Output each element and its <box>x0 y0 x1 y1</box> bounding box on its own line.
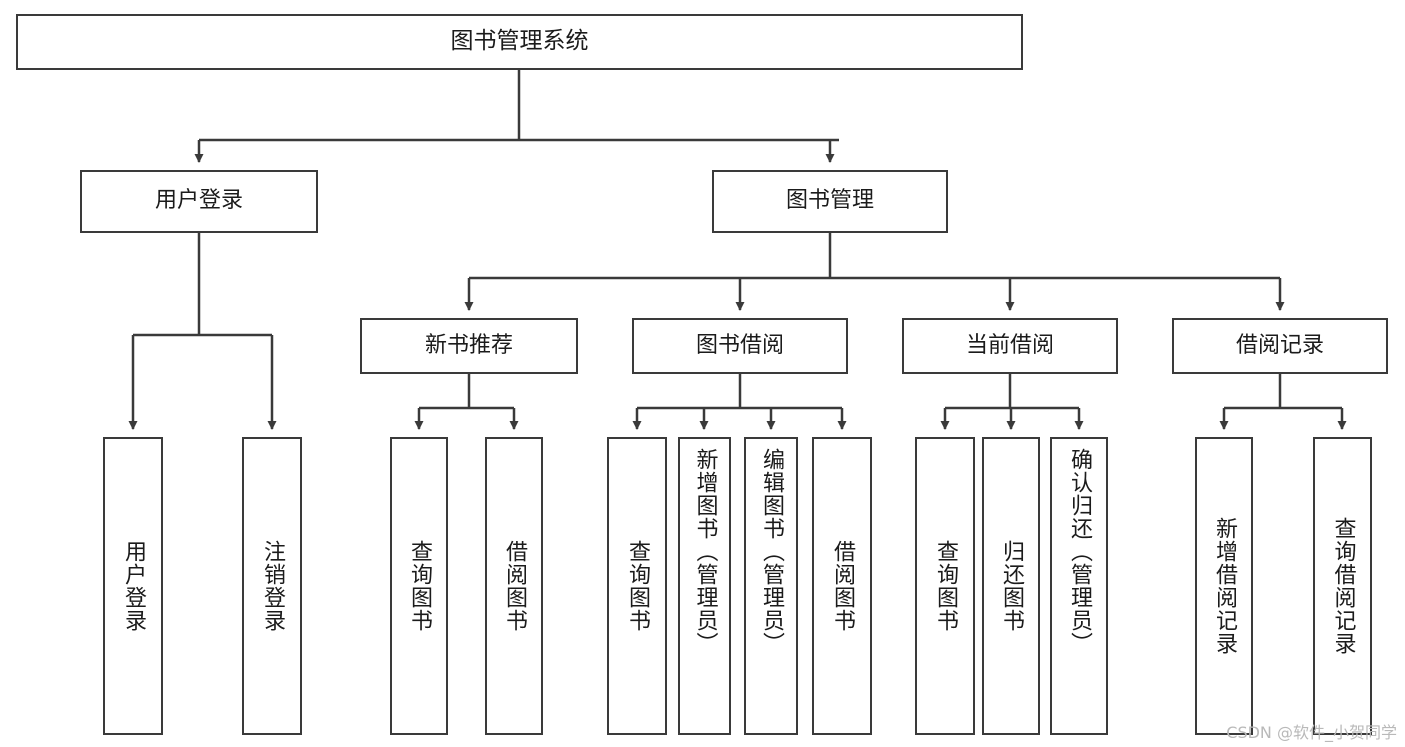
node-new-book-recommend[interactable]: 新书推荐 <box>360 318 578 374</box>
leaf-query-book-recommend-label: 查询图书 <box>407 540 432 632</box>
leaf-borrow-book-recommend[interactable]: 借阅图书 <box>485 437 543 735</box>
leaf-borrow-book-borrow-label: 借阅图书 <box>830 540 855 632</box>
leaf-add-borrow-record-label: 新增借阅记录 <box>1212 517 1237 655</box>
leaf-add-borrow-record[interactable]: 新增借阅记录 <box>1195 437 1253 735</box>
leaf-query-borrow-record-label: 查询借阅记录 <box>1330 517 1356 655</box>
node-current-borrow[interactable]: 当前借阅 <box>902 318 1118 374</box>
node-new-book-recommend-label: 新书推荐 <box>424 332 513 358</box>
node-book-borrow[interactable]: 图书借阅 <box>632 318 848 374</box>
leaf-add-book-admin[interactable]: 新增图书（管理员） <box>678 437 731 735</box>
node-root[interactable]: 图书管理系统 <box>16 14 1023 70</box>
node-user-login-label: 用户登录 <box>154 188 243 214</box>
node-book-borrow-label: 图书借阅 <box>695 332 784 358</box>
csdn-watermark: CSDN @软件_小贺同学 <box>1226 723 1397 742</box>
leaf-return-book[interactable]: 归还图书 <box>982 437 1040 735</box>
leaf-borrow-book-borrow[interactable]: 借阅图书 <box>812 437 872 735</box>
node-borrow-record[interactable]: 借阅记录 <box>1172 318 1388 374</box>
node-current-borrow-label: 当前借阅 <box>965 332 1054 358</box>
leaf-confirm-return-admin[interactable]: 确认归还（管理员） <box>1050 437 1108 735</box>
node-root-label: 图书管理系统 <box>450 28 589 55</box>
leaf-borrow-book-recommend-label: 借阅图书 <box>502 540 527 632</box>
leaf-user-login[interactable]: 用户登录 <box>103 437 163 735</box>
leaf-return-book-label: 归还图书 <box>999 540 1024 632</box>
leaf-edit-book-admin-label: 编辑图书（管理员） <box>759 448 784 655</box>
leaf-user-login-label: 用户登录 <box>121 540 146 632</box>
leaf-query-borrow-record[interactable]: 查询借阅记录 <box>1313 437 1372 735</box>
leaf-query-book-recommend[interactable]: 查询图书 <box>390 437 448 735</box>
leaf-query-book-borrow-label: 查询图书 <box>625 540 650 632</box>
leaf-add-book-admin-label: 新增图书（管理员） <box>692 448 718 655</box>
node-book-manage-label: 图书管理 <box>785 188 874 214</box>
node-user-login[interactable]: 用户登录 <box>80 170 318 233</box>
leaf-query-book-borrow[interactable]: 查询图书 <box>607 437 667 735</box>
leaf-edit-book-admin[interactable]: 编辑图书（管理员） <box>744 437 798 735</box>
leaf-query-book-current-label: 查询图书 <box>933 540 958 632</box>
leaf-query-book-current[interactable]: 查询图书 <box>915 437 975 735</box>
node-book-manage[interactable]: 图书管理 <box>712 170 948 233</box>
leaf-logout[interactable]: 注销登录 <box>242 437 302 735</box>
leaf-confirm-return-admin-label: 确认归还（管理员） <box>1067 448 1092 655</box>
node-borrow-record-label: 借阅记录 <box>1235 332 1324 358</box>
leaf-logout-label: 注销登录 <box>260 540 285 632</box>
